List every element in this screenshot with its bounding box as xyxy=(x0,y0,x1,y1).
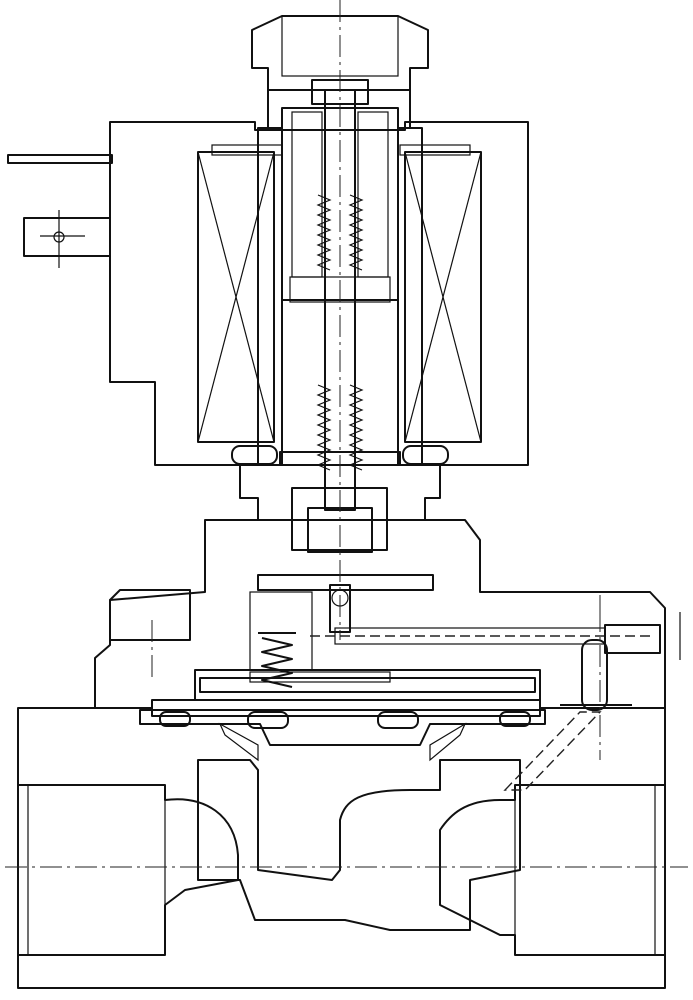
inlet-port xyxy=(17,784,239,956)
outlet-port xyxy=(439,784,666,956)
bonnet xyxy=(94,519,666,709)
solenoid-housing xyxy=(109,121,529,466)
main-seat xyxy=(197,759,521,931)
plunger-spring xyxy=(316,194,364,471)
valve-body xyxy=(17,707,666,989)
bonnet-boss xyxy=(109,589,191,680)
pilot-passage xyxy=(310,610,681,791)
coil-winding-left xyxy=(197,144,283,443)
diaphragm xyxy=(139,709,546,762)
diaphragm-plate xyxy=(199,671,536,693)
spade-terminal-bottom xyxy=(23,210,111,268)
coil-winding-right xyxy=(399,144,482,443)
spade-terminal-top xyxy=(7,154,113,164)
